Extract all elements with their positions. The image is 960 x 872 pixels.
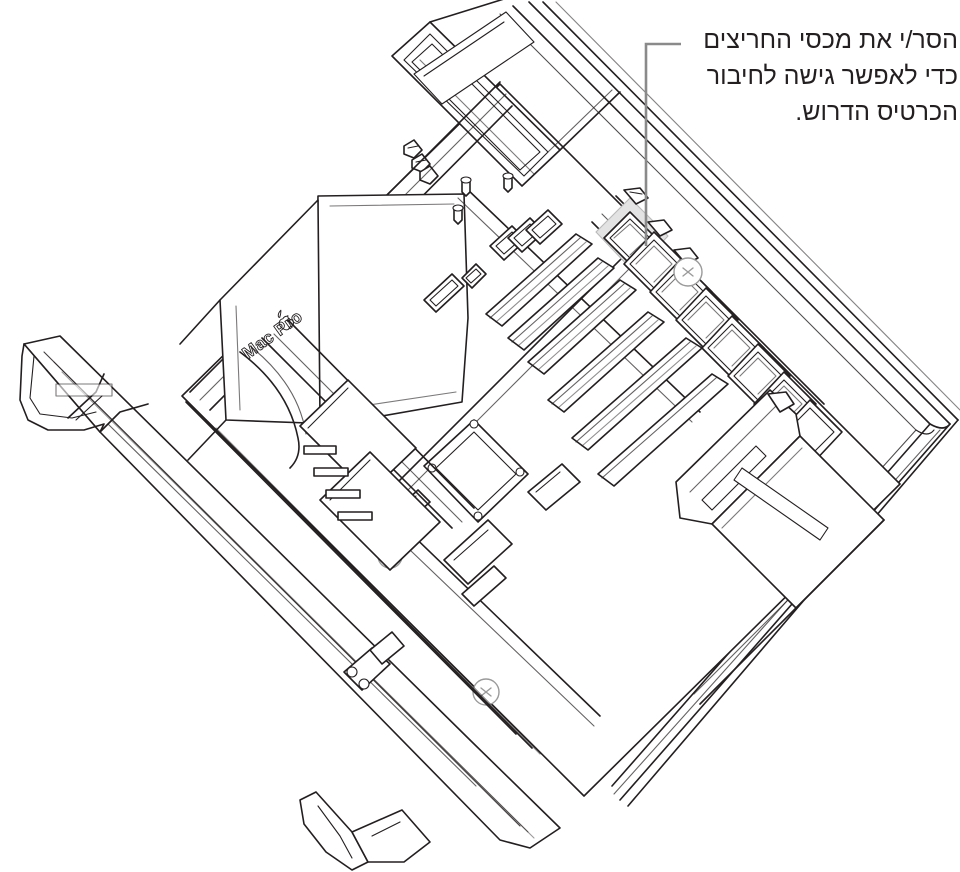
apple-logo-icon	[277, 309, 294, 331]
standoff-post	[460, 176, 472, 197]
chassis-bottom-foot	[299, 791, 431, 871]
callout-line-2: כדי לאפשר גישה לחיבור	[706, 62, 958, 90]
drive-bay-structure	[185, 319, 541, 755]
callout-text-block: הסר/י את מכסי החריצים כדי לאפשר גישה לחי…	[668, 22, 958, 130]
callout-line-1: הסר/י את מכסי החריצים	[703, 26, 958, 54]
pcie-slot-connector	[597, 373, 729, 487]
pcie-slot-connector	[547, 311, 665, 413]
captive-screw	[472, 678, 500, 706]
latch-tabs	[303, 445, 373, 521]
handle-recess	[413, 11, 535, 105]
callout-line-3: הכרטיס הדרוש.	[795, 98, 958, 126]
standoff-posts	[452, 172, 514, 225]
pcie-slot-connector	[527, 279, 637, 375]
mac-pro-logo-panel	[179, 193, 469, 461]
pcie-slot-connector	[507, 257, 615, 351]
pcie-slot-connectors	[485, 233, 729, 487]
pcie-slot-connector	[485, 233, 593, 327]
standoff-post	[452, 204, 464, 225]
chassis-side-panel	[19, 335, 561, 849]
captive-screw	[673, 257, 703, 287]
rear-handle-slot	[733, 467, 829, 541]
standoff-post	[502, 172, 514, 193]
io-port-cluster	[423, 209, 563, 313]
side-panel-vent	[55, 383, 113, 397]
connector-block	[343, 631, 405, 691]
cpu-socket-frame	[423, 419, 529, 523]
